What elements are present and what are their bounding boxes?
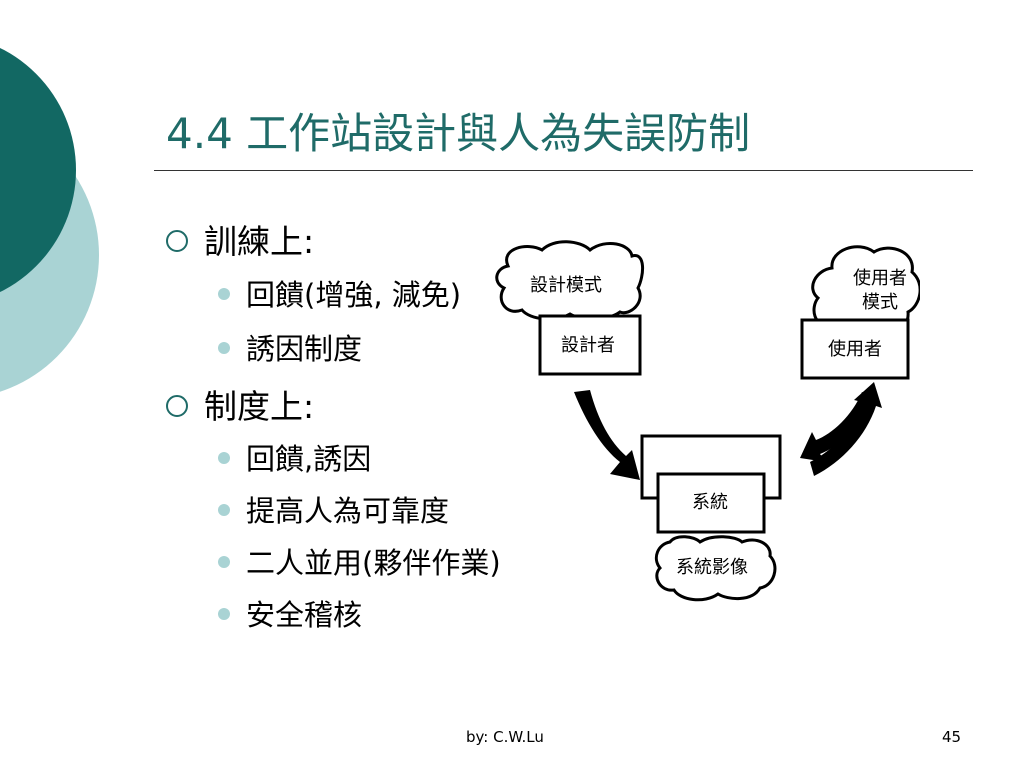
page-number: 45 [942, 728, 962, 746]
dot-bullet-icon [218, 288, 230, 300]
dot-bullet-icon [218, 342, 230, 354]
list-item: 二人並用(夥伴作業) [218, 540, 501, 582]
footer-author: by: C.W.Lu [466, 728, 544, 746]
mental-model-diagram: 設計模式 設計者 使用者 模式 使用者 系統 系統影像 [495, 240, 920, 602]
arrow-user-to-system-icon [800, 392, 874, 462]
design-model-cloud [495, 240, 644, 321]
designer-box [538, 314, 642, 376]
dot-bullet-icon [218, 608, 230, 620]
list-item-text: 提高人為可靠度 [246, 494, 450, 528]
user-model-label-line2: 模式 [862, 292, 898, 313]
list-item-text: 安全稽核 [246, 598, 363, 632]
designer-label: 設計者 [561, 335, 615, 356]
title-divider [154, 170, 973, 171]
section-heading-training: 訓練上: [166, 215, 314, 263]
list-item: 誘因制度 [218, 326, 362, 368]
list-item: 安全稽核 [218, 592, 362, 634]
design-model-label: 設計模式 [530, 275, 602, 296]
slide-title: 4.4 工作站設計與人為失誤防制 [166, 109, 751, 158]
list-item: 提高人為可靠度 [218, 488, 449, 530]
dot-bullet-icon [218, 452, 230, 464]
system-image-cloud [654, 535, 777, 602]
system-box [656, 472, 766, 534]
system-label: 系統 [692, 492, 728, 513]
hollow-bullet-icon [166, 229, 188, 252]
section-heading-text: 訓練上: [204, 222, 315, 261]
dot-bullet-icon [218, 504, 230, 516]
list-item: 回饋,誘因 [218, 436, 371, 478]
hollow-bullet-icon [166, 394, 188, 417]
list-item-text: 回饋(增強, 減免) [246, 278, 462, 312]
decorative-circles [0, 47, 99, 392]
list-item-text: 回饋,誘因 [246, 442, 372, 476]
section-heading-system: 制度上: [166, 380, 314, 428]
list-item: 回饋(增強, 減免) [218, 272, 461, 314]
list-item-text: 二人並用(夥伴作業) [246, 546, 501, 580]
dark-circle [0, 47, 76, 293]
section-heading-text: 制度上: [204, 387, 315, 426]
user-label: 使用者 [828, 339, 882, 360]
user-model-label-line1: 使用者 [853, 268, 907, 289]
dot-bullet-icon [218, 556, 230, 568]
list-item-text: 誘因制度 [246, 332, 363, 366]
user-box [800, 318, 910, 380]
arrow-designer-to-system-icon [574, 390, 640, 480]
system-image-label: 系統影像 [676, 557, 748, 578]
